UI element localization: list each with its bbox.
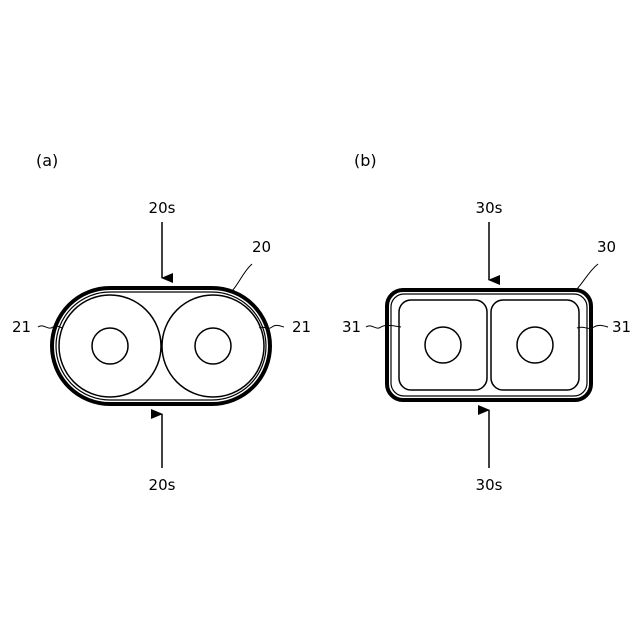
circular-element-left [59, 295, 161, 397]
panel-b: (b) 30s 30s 30 31 31 [342, 151, 631, 494]
square-element-left-core [425, 327, 461, 363]
casing-30-outer [387, 290, 591, 400]
pressure-label-top-b: 30s [476, 199, 503, 217]
panel-b-label: (b) [354, 151, 377, 170]
panel-a: (a) 20s 20s 20 21 21 [12, 151, 311, 494]
circular-element-right [162, 295, 264, 397]
pressure-label-top-a: 20s [149, 199, 176, 217]
pressure-label-bottom-a: 20s [149, 476, 176, 494]
panel-a-label: (a) [36, 151, 58, 170]
ref-label-31-left: 31 [342, 318, 361, 336]
pressure-label-bottom-b: 30s [476, 476, 503, 494]
ref-label-31-right: 31 [612, 318, 631, 336]
ref-label-30: 30 [597, 238, 616, 256]
circular-element-left-core [92, 328, 128, 364]
square-element-right-core [517, 327, 553, 363]
square-element-right [491, 300, 579, 390]
circular-element-right-core [195, 328, 231, 364]
casing-30-inner [391, 294, 587, 396]
leader-line-31-left [366, 325, 401, 328]
leader-line-30 [576, 264, 598, 290]
ref-label-21-left: 21 [12, 318, 31, 336]
ref-label-21-right: 21 [292, 318, 311, 336]
ref-label-20: 20 [252, 238, 271, 256]
square-element-left [399, 300, 487, 390]
leader-line-20 [232, 264, 252, 291]
